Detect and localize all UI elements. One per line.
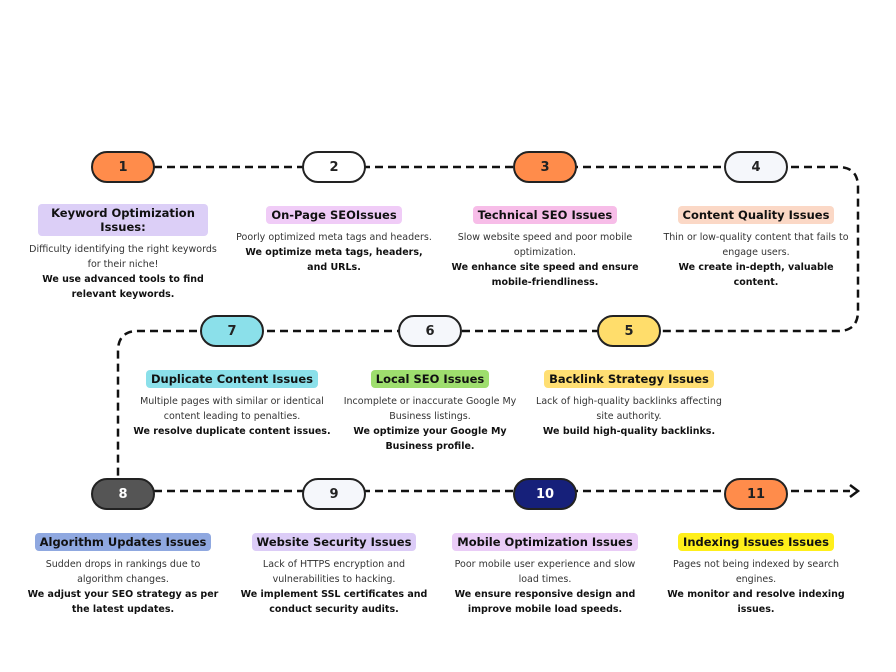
step-card: Website Security Issues Lack of HTTPS en… <box>234 531 434 617</box>
step-title: Duplicate Content Issues <box>145 370 319 388</box>
step-title: Keyword Optimization Issues: <box>38 204 208 236</box>
step-number-pill: 9 <box>302 478 366 510</box>
step-number-pill: 2 <box>302 151 366 183</box>
step-solution: We build high-quality backlinks. <box>542 426 716 437</box>
step-solution: We optimize meta tags, headers, and URLs… <box>245 247 423 273</box>
step-problem: Lack of HTTPS encryption and vulnerabili… <box>262 559 406 585</box>
step-solution: We optimize your Google My Business prof… <box>353 426 507 452</box>
step-title: On-Page SEOIssues <box>266 206 402 224</box>
step-title: Technical SEO Issues <box>472 206 618 224</box>
step-problem: Multiple pages with similar or identical… <box>140 396 324 422</box>
step-number-pill: 8 <box>91 478 155 510</box>
step-number-pill: 1 <box>91 151 155 183</box>
step-solution: We use advanced tools to find relevant k… <box>42 274 204 300</box>
step-problem: Thin or low-quality content that fails t… <box>663 232 849 258</box>
step-card: Local SEO Issues Incomplete or inaccurat… <box>330 368 530 454</box>
step-card: Duplicate Content Issues Multiple pages … <box>132 368 332 439</box>
step-problem: Lack of high-quality backlinks affecting… <box>536 396 722 422</box>
step-title: Website Security Issues <box>251 533 417 551</box>
step-solution: We create in-depth, valuable content. <box>678 262 834 288</box>
step-card: Backlink Strategy Issues Lack of high-qu… <box>529 368 729 439</box>
arrow-head-icon <box>849 484 861 498</box>
path-row-2 <box>116 329 600 480</box>
step-problem: Difficulty identifying the right keyword… <box>29 244 217 270</box>
step-card: Algorithm Updates Issues Sudden drops in… <box>23 531 223 617</box>
step-card: Keyword Optimization Issues: Difficulty … <box>23 204 223 302</box>
step-title: Backlink Strategy Issues <box>544 370 714 388</box>
step-title: Content Quality Issues <box>677 206 835 224</box>
step-card: On-Page SEOIssues Poorly optimized meta … <box>234 204 434 275</box>
step-number-pill: 11 <box>724 478 788 510</box>
step-solution: We enhance site speed and ensure mobile-… <box>451 262 639 288</box>
step-problem: Poor mobile user experience and slow loa… <box>454 559 636 585</box>
step-number-pill: 10 <box>513 478 577 510</box>
step-solution: We adjust your SEO strategy as per the l… <box>27 589 219 615</box>
step-problem: Poorly optimized meta tags and headers. <box>236 232 432 243</box>
step-problem: Pages not being indexed by search engine… <box>673 559 839 585</box>
step-card: Mobile Optimization Issues Poor mobile u… <box>445 531 645 617</box>
step-solution: We monitor and resolve indexing issues. <box>667 589 845 615</box>
step-number-pill: 7 <box>200 315 264 347</box>
step-title: Indexing Issues Issues <box>678 533 834 551</box>
step-card: Indexing Issues Issues Pages not being i… <box>656 531 856 617</box>
step-problem: Incomplete or inaccurate Google My Busin… <box>343 396 517 422</box>
step-number-pill: 5 <box>597 315 661 347</box>
step-title: Algorithm Updates Issues <box>34 533 212 551</box>
step-solution: We implement SSL certificates and conduc… <box>240 589 428 615</box>
path-row-1 <box>154 165 860 333</box>
step-number-pill: 6 <box>398 315 462 347</box>
step-solution: We resolve duplicate content issues. <box>133 426 331 437</box>
step-title: Local SEO Issues <box>370 370 490 388</box>
step-number-pill: 4 <box>724 151 788 183</box>
step-title: Mobile Optimization Issues <box>452 533 638 551</box>
step-card: Content Quality Issues Thin or low-quali… <box>656 204 856 290</box>
step-solution: We ensure responsive design and improve … <box>454 589 636 615</box>
step-problem: Slow website speed and poor mobile optim… <box>457 232 633 258</box>
step-problem: Sudden drops in rankings due to algorith… <box>45 559 201 585</box>
step-card: Technical SEO Issues Slow website speed … <box>445 204 645 290</box>
step-number-pill: 3 <box>513 151 577 183</box>
